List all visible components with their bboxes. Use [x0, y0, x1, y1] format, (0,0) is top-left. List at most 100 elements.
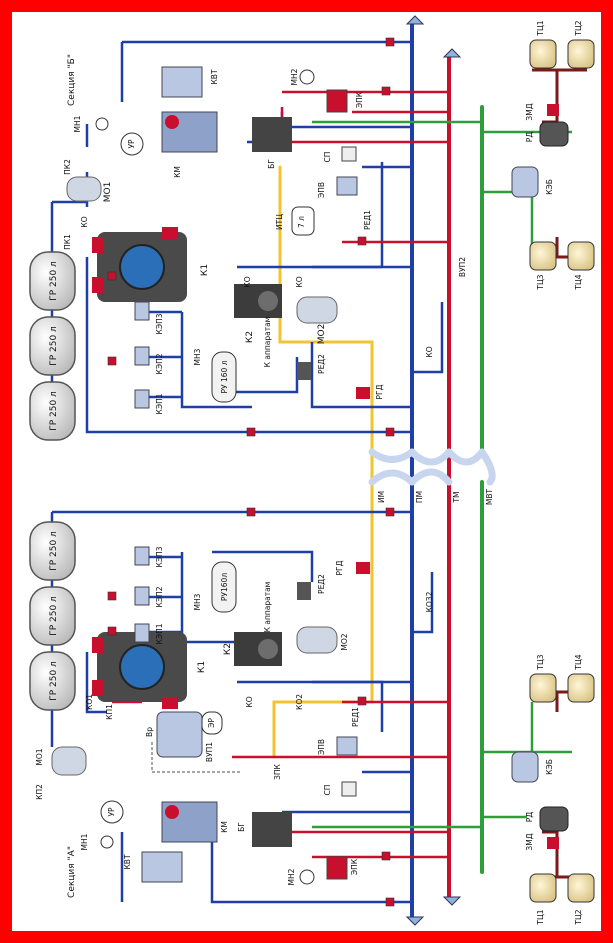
svg-text:К аппаратам: К аппаратам — [263, 317, 272, 368]
pneumatic-diagram: ГР 250 л ГР 250 л ГР 250 л К1 К2 М — [12, 12, 601, 931]
svg-text:К1: К1 — [197, 661, 207, 673]
block-a-bf: БГ — [237, 812, 292, 847]
brake-cylinders-a-top: ТЦ3 ТЦ4 — [529, 654, 595, 703]
reservoir-b-ru: РУ 160 л МН3 — [193, 348, 237, 403]
svg-text:КЭП1: КЭП1 — [155, 623, 164, 644]
end-valves — [405, 15, 462, 926]
separator-a-mo1: МО1 — [35, 746, 87, 776]
svg-text:РЕД2: РЕД2 — [317, 574, 326, 594]
svg-text:РД: РД — [525, 132, 534, 143]
rgd-b: РГД — [356, 384, 384, 399]
diagram-svg: ГР 250 л ГР 250 л ГР 250 л К1 К2 М — [29, 15, 595, 926]
svg-text:КО: КО — [425, 346, 434, 357]
separator-b-mo2: МО2 — [296, 296, 338, 345]
main-lines — [272, 22, 484, 919]
svg-text:КОЗ2: КОЗ2 — [425, 591, 434, 612]
svg-text:МО1: МО1 — [103, 182, 113, 203]
svg-text:РЕД2: РЕД2 — [317, 354, 326, 374]
svg-text:ЭПВ: ЭПВ — [317, 739, 326, 755]
svg-text:РГД: РГД — [375, 384, 384, 399]
section-a-label: Секция "А" — [67, 846, 77, 898]
reservoir-b3: ГР 250 л — [29, 381, 76, 441]
svg-text:КЭП3: КЭП3 — [155, 313, 164, 334]
svg-text:ЭПК: ЭПК — [355, 91, 364, 108]
drivers-valve-a-km: КМ — [161, 801, 229, 843]
svg-text:РД: РД — [525, 812, 534, 823]
drivers-valve-b-km: КМ — [161, 111, 218, 178]
svg-text:ПК1: ПК1 — [63, 234, 72, 250]
svg-text:КО: КО — [80, 216, 89, 227]
svg-text:ЗПК: ЗПК — [273, 763, 282, 779]
svg-text:КО1: КО1 — [85, 694, 94, 710]
svg-text:УР: УР — [107, 807, 116, 817]
svg-text:МН3: МН3 — [193, 348, 202, 365]
svg-text:КП1: КП1 — [105, 704, 114, 720]
gauge-a-mn2: МН2 — [287, 868, 315, 885]
compressor-b-k2: К2 — [234, 284, 282, 343]
svg-text:ВУП2: ВУП2 — [458, 257, 467, 277]
relay-b-rd: РД ЗМД — [525, 103, 569, 147]
svg-text:КЭБ: КЭБ — [545, 759, 554, 775]
valve-b-epv: ЭПВ — [317, 176, 358, 198]
valves-a-kep — [134, 546, 150, 643]
reservoir-a1: ГР 250 л — [29, 521, 76, 581]
reservoir-b1: ГР 250 л — [29, 251, 76, 311]
section-b: ГР 250 л ГР 250 л ГР 250 л К1 К2 М — [29, 20, 595, 441]
brake-valve-b-kvt: КВТ — [161, 66, 219, 98]
svg-text:КЭП2: КЭП2 — [155, 586, 164, 607]
svg-text:УР: УР — [127, 139, 136, 149]
svg-text:ПК2: ПК2 — [63, 159, 72, 175]
svg-text:ТЦ4: ТЦ4 — [574, 274, 583, 290]
svg-text:ЭПВ: ЭПВ — [317, 182, 326, 198]
svg-text:КО: КО — [243, 276, 252, 287]
gauge-b-mn2: МН2 — [290, 68, 315, 85]
svg-text:КО2: КО2 — [295, 694, 304, 710]
label-mvt: МВТ — [485, 488, 494, 505]
svg-text:ГР 250 л: ГР 250 л — [49, 391, 59, 431]
reservoir-a3: ГР 250 л — [29, 651, 76, 711]
block-b-bf: БГ — [252, 117, 292, 169]
relay-a-rd: РД ЗМД — [525, 806, 569, 851]
reducer-a-red2: РЕД2 К аппаратам — [263, 574, 326, 633]
svg-text:БГ: БГ — [237, 822, 246, 832]
svg-text:РЕД1: РЕД1 — [363, 210, 372, 230]
svg-text:КЭП1: КЭП1 — [155, 393, 164, 414]
svg-text:СП: СП — [323, 152, 332, 163]
svg-text:КО: КО — [295, 276, 304, 287]
air-distributor-a-vr: Вр ЭР ВУП1 — [145, 711, 223, 762]
valves-b-kep — [134, 301, 150, 409]
svg-text:МО1: МО1 — [35, 748, 44, 765]
separator-a-mo2: МО2 — [296, 626, 349, 654]
reservoir-a2: ГР 250 л — [29, 586, 76, 646]
svg-text:КЭБ: КЭБ — [545, 179, 554, 195]
line-im — [272, 165, 374, 759]
svg-text:КО: КО — [245, 696, 254, 707]
brake-cylinders-b-bottom: ТЦ3 ТЦ4 — [529, 241, 595, 291]
reducer-b-red2: РЕД2 К аппаратам — [263, 317, 326, 380]
compressor-b-k1: К1 — [92, 227, 210, 302]
section-b-label: Секция "Б" — [67, 54, 77, 106]
svg-text:КП2: КП2 — [35, 784, 44, 800]
compressor-a-k1: К1 — [92, 632, 207, 709]
svg-text:ТЦ4: ТЦ4 — [574, 654, 583, 670]
svg-text:Вр: Вр — [145, 727, 154, 737]
svg-text:К аппаратам: К аппаратам — [263, 582, 272, 633]
label-tm: ТМ — [452, 491, 461, 503]
svg-text:МО2: МО2 — [317, 324, 327, 345]
svg-text:КМ: КМ — [173, 166, 182, 178]
brake-valve-a-kvt: КВТ — [123, 851, 183, 883]
svg-text:КВТ: КВТ — [123, 854, 132, 869]
svg-text:МН2: МН2 — [290, 68, 299, 85]
svg-text:МН1: МН1 — [80, 833, 89, 850]
valve-a-sp: СП — [323, 781, 357, 797]
gauge-b-ur: УР МН1 — [73, 115, 144, 156]
svg-text:БГ: БГ — [267, 159, 276, 169]
svg-text:МН3: МН3 — [193, 593, 202, 610]
svg-text:К2: К2 — [245, 331, 255, 343]
valve-a-keb: КЭБ — [511, 751, 554, 783]
svg-text:ИТЦ: ИТЦ — [275, 214, 284, 230]
svg-text:ТЦ3: ТЦ3 — [536, 654, 545, 670]
svg-text:ЗМД: ЗМД — [525, 103, 534, 120]
brake-cylinders-b-top: ТЦ1 ТЦ2 — [529, 20, 595, 69]
svg-text:РГД: РГД — [335, 560, 344, 575]
